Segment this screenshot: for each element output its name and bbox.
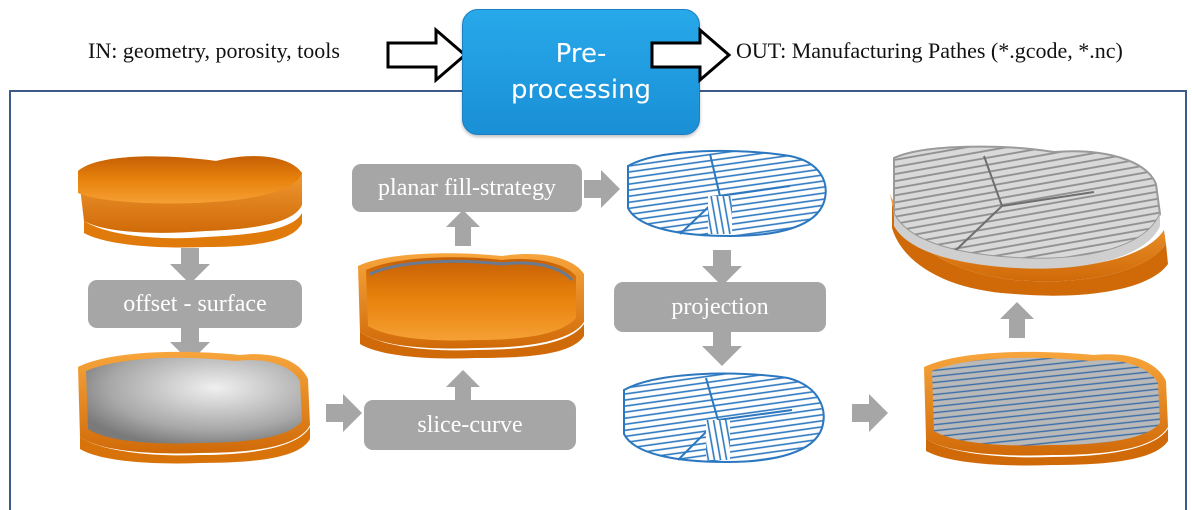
output-arrow-icon: [650, 26, 732, 84]
up-arrow-icon: [446, 210, 480, 246]
input-arrow-icon: [386, 26, 468, 84]
toolpath-model-icon: [924, 351, 1168, 466]
input-label: IN: geometry, porosity, tools: [88, 38, 340, 63]
solid-model-icon: [78, 156, 302, 248]
offset-surface-model-icon: [78, 351, 310, 464]
slice-model-icon: [358, 253, 584, 359]
down-arrow-icon: [702, 330, 742, 366]
offset-surface-box: offset - surface: [88, 280, 302, 328]
up-arrow-icon: [446, 370, 480, 406]
slice-curve-box: slice-curve: [364, 400, 576, 450]
down-arrow-icon: [702, 250, 742, 286]
output-label: OUT: Manufacturing Pathes (*.gcode, *.nc…: [736, 38, 1123, 63]
final-part-icon: [890, 145, 1168, 296]
planar-toolpath-icon: [627, 149, 827, 238]
slice-curve-label: slice-curve: [417, 411, 523, 438]
projection-label: projection: [671, 293, 769, 320]
down-arrow-icon: [170, 248, 210, 284]
offset-surface-label: offset - surface: [123, 290, 267, 317]
projection-box: projection: [614, 282, 826, 332]
preprocessing-label: Pre- processing: [510, 39, 652, 105]
down-arrow-icon: [170, 326, 210, 362]
right-arrow-icon: [852, 394, 888, 432]
planar-fill-box: planar fill-strategy: [352, 164, 582, 212]
planar-fill-label: planar fill-strategy: [378, 174, 556, 201]
right-arrow-icon: [326, 394, 362, 432]
projected-toolpath-icon: [623, 372, 825, 464]
preprocessing-box: Pre- processing: [462, 9, 700, 135]
right-arrow-icon: [584, 170, 620, 208]
up-arrow-icon: [1000, 302, 1034, 338]
